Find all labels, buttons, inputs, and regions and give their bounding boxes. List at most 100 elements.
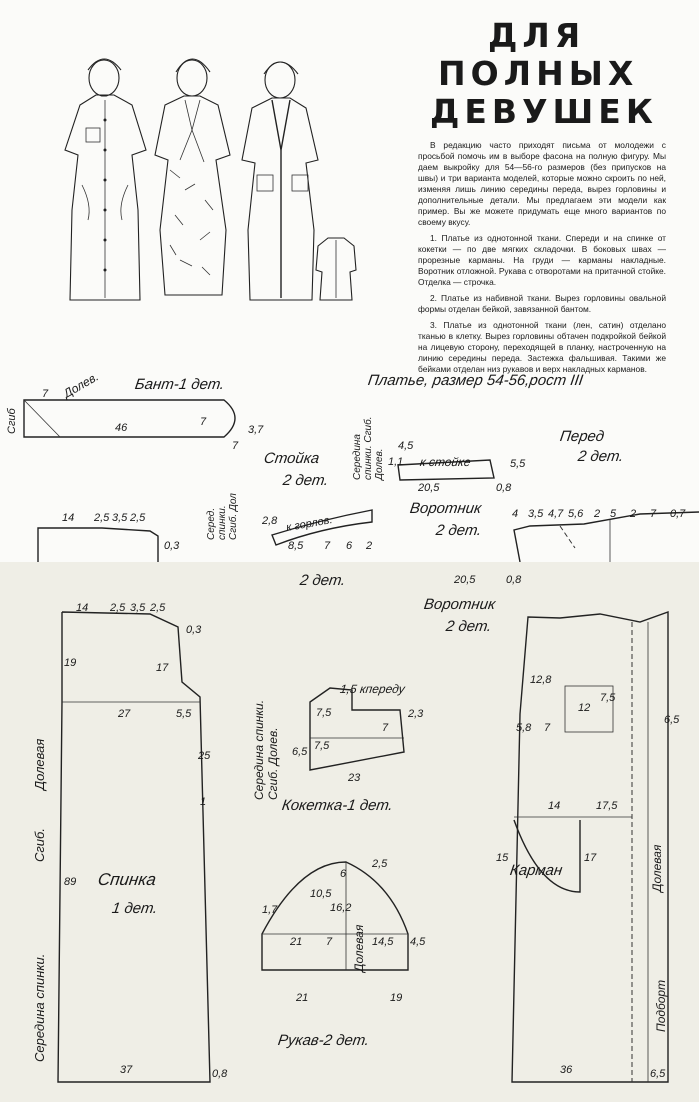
bottom-stand-dim-2: 0,8 [506,574,522,586]
pattern-top-lines [23,399,699,562]
article-title-line-2: ПОЛНЫХ [438,54,639,93]
yoke-dim-75: 7,5 [316,707,332,719]
back-label: Спинка [96,870,158,889]
collar-dim-2: 8,5 [288,540,304,552]
back-dim-25b: 2,5 [110,602,126,614]
back-fold-label: Сгиб. [32,828,47,862]
front-dim-17: 17 [584,852,597,864]
front-dim-56: 5,6 [568,508,584,520]
back-dim-35: 3,5 [130,602,146,614]
front-dim-15: 15 [496,852,509,864]
back-grain-label: Долевая [32,738,47,790]
front-label: Перед [558,428,606,445]
back-dim-14: 14 [76,602,89,614]
stand-count: 2 дет. [281,472,330,489]
yoke-dim-65: 6,5 [292,746,308,758]
back-dim-25c: 2,5 [150,602,166,614]
collar-back-label: Серед. спинки. Сгиб. Дол [206,493,239,540]
back-neck-dim-d: 0,3 [164,540,180,552]
sleeve-dim-21b: 21 [296,992,309,1004]
sleeve-dim-162: 16,2 [330,902,352,914]
back-dim-08: 0,8 [212,1068,228,1080]
front-dim-65: 6,5 [664,714,680,726]
stand-label: Стойка [262,450,321,467]
sleeve-label: Рукав-2 дет. [276,1032,371,1049]
pattern-heading: Платье, размер 54-56,рост III [366,372,585,389]
stand-dim-3: 5,5 [510,458,526,470]
back-neck-dim-14: 14 [62,512,75,524]
front-dim-7: 7 [650,508,657,520]
sleeve-dim-6: 6 [340,868,347,880]
yoke-dim-75b: 7,5 [314,740,330,752]
front-dim-175: 17,5 [596,800,618,812]
stand-dim-1: 1,1 [388,456,404,468]
back-dim-89: 89 [64,876,77,888]
model-3-figure [241,61,319,301]
back-center-label: Середина спинки. [32,953,47,1062]
back-dim-55: 5,5 [176,708,192,720]
sleeve-dim-17: 1,7 [262,904,278,916]
bottom-stand-dim-1: 20,5 [454,574,476,586]
bottom-stand-count: 2 дет. [298,572,347,589]
front-dim-4: 4 [512,508,519,520]
sleeve-grain-label: Долевая [352,924,366,972]
stand-dim-5: 0,8 [496,482,512,494]
collar-dim-1: 2,8 [262,515,278,527]
back-neck-dim-c: 2,5 [130,512,146,524]
sleeve-dim-19: 19 [390,992,403,1004]
stand-center-label: Середина спинки. Сгиб. Долев. [352,416,385,480]
sleeve-dim-7: 7 [326,936,333,948]
sleeve-dim-105: 10,5 [310,888,332,900]
back-dim-17: 17 [156,662,169,674]
yoke-dim-23b: 23 [348,772,361,784]
stand-to-label: к стойке [419,455,472,469]
pattern-bottom-lines [57,611,669,1083]
front-dim-14: 14 [548,800,561,812]
bow-label: Бант-1 дет. [133,376,226,393]
front-pocket-label: Карман [508,862,564,879]
collar-dim-3: 7 [324,540,331,552]
front-dim-2b: 2 [630,508,637,520]
dress-illustrations [64,58,357,301]
yoke-front-label: 1,5 кпереду [339,682,406,696]
front-dim-35: 3,5 [528,508,544,520]
intro-paragraph-4: 3. Платье из однотонной ткани (лен, сати… [418,320,666,374]
article-intro: В редакцию часто приходят письма от моло… [418,140,666,380]
collar-label: Воротник [408,500,483,517]
intro-paragraph-1: В редакцию часто приходят письма от моло… [418,140,666,227]
front-dim-07: 0,7 [670,508,686,520]
model-1-figure [64,58,147,301]
front-dim-36: 36 [560,1064,573,1076]
yoke-center-label: Середина спинки. Сгиб. Долев. [252,699,280,800]
bottom-collar-label: Воротник [422,596,497,613]
yoke-label: Кокетка-1 дет. [280,797,395,814]
yoke-dim-7: 7 [382,722,389,734]
front-dim-128: 12,8 [530,674,552,686]
model-2-figure [154,58,231,296]
bow-dim-2: 46 [115,422,128,434]
front-dim-47: 4,7 [548,508,564,520]
collar-count: 2 дет. [434,522,483,539]
front-facing-label: Подборт [654,979,668,1032]
back-view-figure [315,237,357,301]
front-count: 2 дет. [576,448,625,465]
front-dim-2: 2 [594,508,601,520]
back-neck-dim-b: 3,5 [112,512,128,524]
article-title-line-3: ДЕВУШЕК [430,92,658,131]
bow-dim-4: 7 [232,440,239,452]
sleeve-dim-45: 4,5 [410,936,426,948]
front-dim-75: 7,5 [600,692,616,704]
bow-dim-3: 7 [200,416,207,428]
sleeve-dim-25: 2,5 [372,858,388,870]
sleeve-dim-21: 21 [290,936,303,948]
front-dim-65b: 6,5 [650,1068,666,1080]
back-count: 1 дет. [110,900,159,917]
back-dim-25: 25 [198,750,211,762]
intro-paragraph-2: 1. Платье из однотонной ткани. Спереди и… [418,233,666,287]
back-dim-19: 19 [64,657,77,669]
back-dim-03: 0,3 [186,624,202,636]
yoke-dim-23: 2,3 [408,708,424,720]
front-dim-58: 5,8 [516,722,532,734]
bow-fold-label: Сгиб [6,408,18,434]
bottom-collar-count: 2 дет. [444,618,493,635]
